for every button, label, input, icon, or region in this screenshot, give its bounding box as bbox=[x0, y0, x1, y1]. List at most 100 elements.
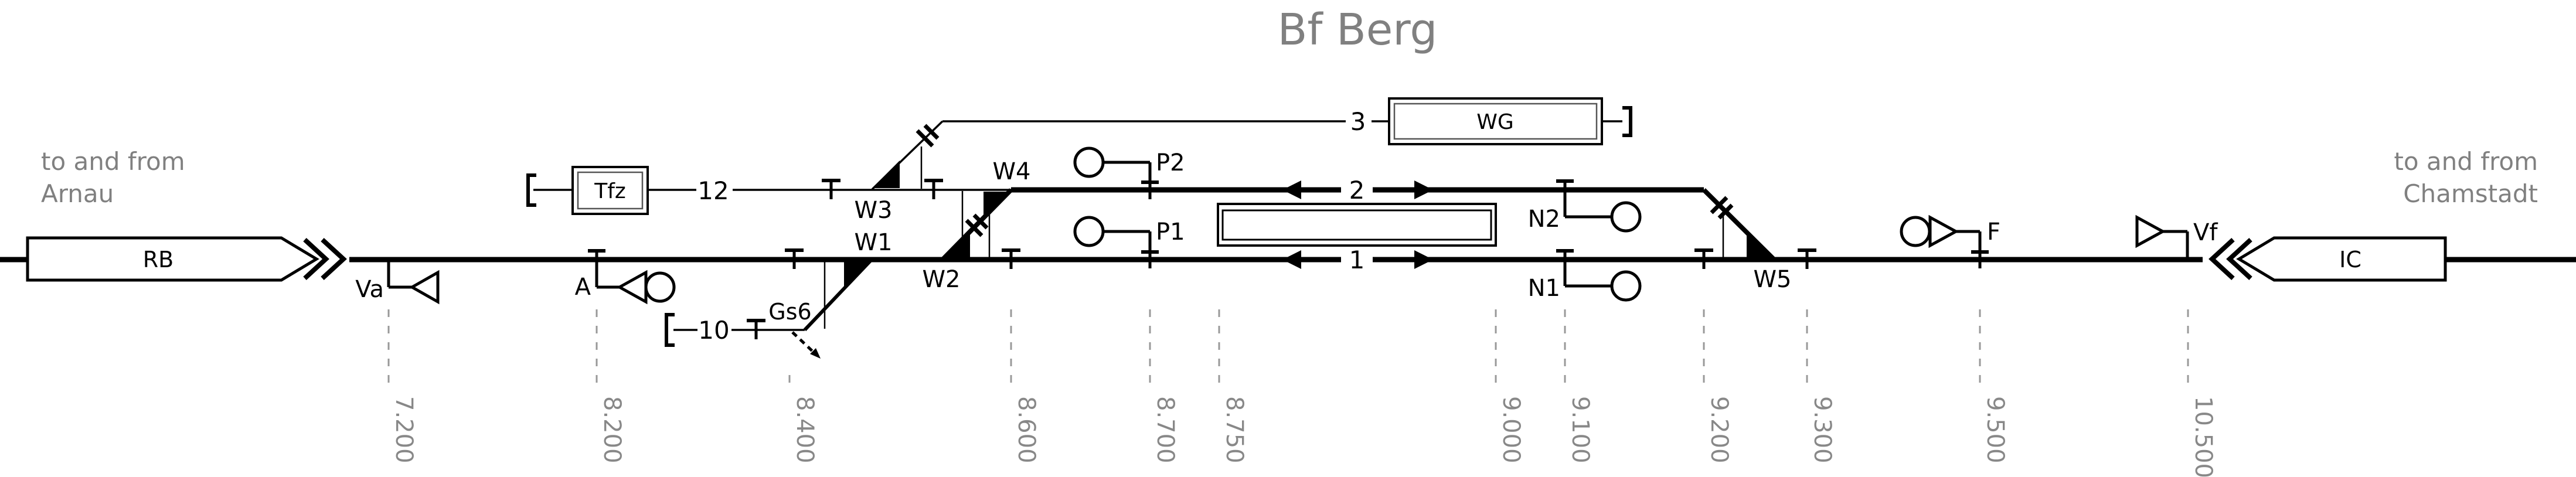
km-label-9000: 9.000 bbox=[1498, 396, 1524, 464]
train-rb-chevron-icon bbox=[303, 238, 329, 280]
signal-n1-label: N1 bbox=[1528, 275, 1560, 302]
train-rb: RB bbox=[26, 236, 347, 282]
switch-w1-label: W1 bbox=[855, 229, 893, 256]
signal-head-icon bbox=[1073, 146, 1105, 178]
km-label-8200: 8.200 bbox=[598, 396, 625, 464]
km-grid bbox=[387, 309, 2189, 387]
train-rb-outline bbox=[26, 236, 319, 282]
track-3-label: 3 bbox=[1350, 107, 1366, 136]
building-tfz: Tfz bbox=[571, 166, 649, 215]
switch-w3-frog bbox=[872, 161, 900, 188]
track-1-label: 1 bbox=[1349, 246, 1365, 274]
km-label-8400: 8.400 bbox=[791, 396, 818, 464]
signal-f: F bbox=[1900, 214, 2000, 268]
signal-vf-label: Vf bbox=[2193, 219, 2218, 246]
switch-w4-frog bbox=[984, 192, 1011, 219]
building-tfz-label: Tfz bbox=[594, 179, 626, 203]
building-wg: WG bbox=[1388, 97, 1603, 145]
train-ic-outline bbox=[2236, 236, 2447, 282]
switch-w5-frog bbox=[1747, 232, 1774, 260]
note-right: to and from Chamstadt bbox=[2394, 147, 2538, 208]
switch-w3-label: W3 bbox=[855, 197, 893, 224]
km-label-9100: 9.100 bbox=[1567, 396, 1594, 464]
signal-p2-label: P2 bbox=[1156, 149, 1185, 176]
platform-inner bbox=[1221, 209, 1492, 241]
signal-p1-label: P1 bbox=[1156, 219, 1185, 246]
building-wg-label: WG bbox=[1476, 110, 1514, 134]
switch-w5-label: W5 bbox=[1754, 266, 1792, 293]
km-label-10500: 10.500 bbox=[2190, 396, 2217, 477]
t-mark bbox=[747, 179, 1816, 339]
km-label-7200: 7.200 bbox=[390, 396, 417, 464]
main-signal-head-icon bbox=[1900, 216, 1931, 247]
km-labels: 7.200 8.200 8.400 8.600 8.700 8.750 9.00… bbox=[390, 396, 2217, 477]
track2-arrow-right-icon bbox=[1414, 180, 1433, 199]
direction-arrows bbox=[1282, 180, 1433, 269]
main-signal-head-icon bbox=[644, 271, 676, 303]
signal-a-label: A bbox=[575, 274, 591, 301]
signal-n2: N2 bbox=[1528, 179, 1642, 233]
track-t-marks bbox=[747, 179, 1816, 339]
building-wg-inner bbox=[1393, 103, 1598, 140]
buffer-stops bbox=[526, 106, 1632, 347]
derail-arrow-stem bbox=[791, 331, 814, 353]
train-rb-chevron-icon bbox=[321, 238, 347, 280]
clearance-point-lines bbox=[823, 146, 1724, 329]
buffer-stop-track10 bbox=[665, 313, 675, 347]
track1-arrow-right-icon bbox=[1414, 250, 1433, 269]
switch-labels: W3 W1 W2 W4 W5 bbox=[855, 158, 1792, 293]
km-label-9200: 9.200 bbox=[1706, 396, 1733, 464]
buffer-stop-track3 bbox=[1622, 106, 1632, 137]
signal-head-icon bbox=[1073, 216, 1105, 247]
derail-gs6: Gs6 bbox=[768, 299, 821, 359]
train-ic-label: IC bbox=[2339, 247, 2361, 272]
derail-arrow-head-icon bbox=[810, 348, 821, 359]
signal-head-icon bbox=[1610, 270, 1642, 302]
building-wg-outer bbox=[1388, 97, 1603, 145]
km-label-9500: 9.500 bbox=[1982, 396, 2009, 464]
platform bbox=[1217, 203, 1497, 247]
distant-signal-triangle-icon bbox=[2135, 214, 2166, 248]
switch-w2-label: W2 bbox=[923, 266, 961, 293]
train-rb-label: RB bbox=[143, 247, 173, 272]
signal-va: Va bbox=[355, 260, 440, 305]
note-right-line2: Chamstadt bbox=[2403, 179, 2538, 208]
main-signal-triangle-icon bbox=[616, 270, 648, 305]
rail-joint-slashes bbox=[916, 124, 1734, 237]
buildings: Tfz WG bbox=[571, 97, 1603, 215]
signal-head-icon bbox=[1610, 201, 1642, 233]
signal-n2-label: N2 bbox=[1528, 206, 1560, 233]
signal-p2: P2 bbox=[1073, 146, 1185, 199]
distant-signal-triangle-icon bbox=[409, 270, 440, 305]
signal-p1: P1 bbox=[1073, 216, 1185, 268]
km-label-8700: 8.700 bbox=[1152, 396, 1179, 464]
signal-va-label: Va bbox=[355, 276, 384, 303]
note-left-line1: to and from bbox=[41, 147, 185, 176]
derail-gs6-label: Gs6 bbox=[768, 299, 811, 325]
km-label-8750: 8.750 bbox=[1221, 396, 1248, 464]
km-label-9300: 9.300 bbox=[1809, 396, 1836, 464]
signal-vf: Vf bbox=[2135, 214, 2218, 260]
building-tfz-inner bbox=[577, 171, 644, 210]
note-left: to and from Arnau bbox=[41, 147, 185, 208]
train-ic: IC bbox=[2209, 236, 2447, 282]
signal-a: A bbox=[575, 249, 676, 305]
train-ic-chevron-icon bbox=[2209, 238, 2235, 280]
building-tfz-outer bbox=[571, 166, 649, 215]
track1-arrow-left-icon bbox=[1282, 250, 1301, 269]
main-signal-triangle-icon bbox=[1928, 214, 1959, 248]
km-label-8600: 8.600 bbox=[1013, 396, 1040, 464]
switch-w1-frog bbox=[844, 261, 872, 289]
track2-arrow-left-icon bbox=[1282, 180, 1301, 199]
track-2-label: 2 bbox=[1349, 176, 1365, 205]
switches: W3 W1 W2 W4 W5 bbox=[823, 124, 1792, 329]
switch-w4-label: W4 bbox=[993, 158, 1031, 185]
train-ic-chevron-icon bbox=[2226, 238, 2252, 280]
page-title: Bf Berg bbox=[1278, 5, 1438, 55]
track-number-labels: 1 2 3 10 12 bbox=[697, 107, 1366, 345]
signals: Va A P1 P2 bbox=[355, 146, 2218, 305]
trains: RB IC bbox=[26, 236, 2447, 282]
buffer-stop-track12 bbox=[526, 173, 536, 207]
